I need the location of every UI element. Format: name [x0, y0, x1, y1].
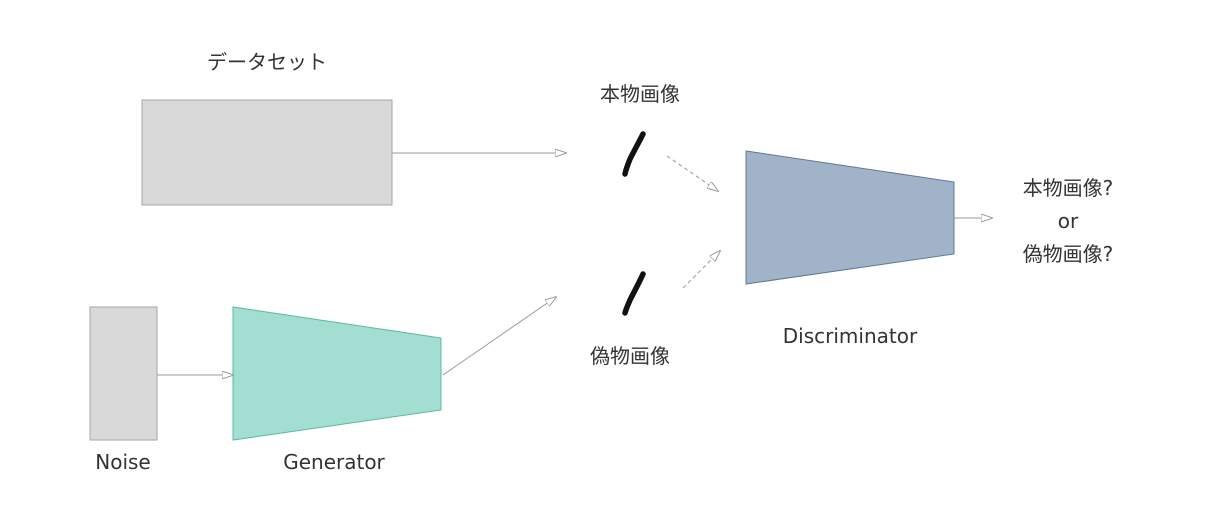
generator-shape — [232, 306, 442, 441]
real-image-label: 本物画像 — [600, 82, 680, 106]
result-or: or — [1057, 209, 1079, 233]
real-image-sample — [622, 131, 646, 177]
generator-label: Generator — [283, 450, 385, 474]
fake-image-sample — [622, 271, 646, 316]
result-fake-question: 偽物画像? — [1022, 242, 1114, 266]
noise-box — [89, 306, 158, 441]
result-text: 本物画像? or 偽物画像? — [1023, 172, 1114, 271]
discriminator-label: Discriminator — [782, 324, 918, 348]
dataset-label: データセット — [207, 50, 327, 74]
arrow-real-to-discriminator — [666, 155, 718, 191]
arrow-fake-to-discriminator — [682, 251, 720, 289]
discriminator-shape — [745, 150, 955, 285]
noise-label: Noise — [95, 450, 151, 474]
arrow-generator-to-fake — [442, 297, 556, 376]
dataset-box — [141, 99, 393, 206]
fake-image-label: 偽物画像 — [590, 344, 670, 368]
result-real-question: 本物画像? — [1022, 176, 1114, 200]
